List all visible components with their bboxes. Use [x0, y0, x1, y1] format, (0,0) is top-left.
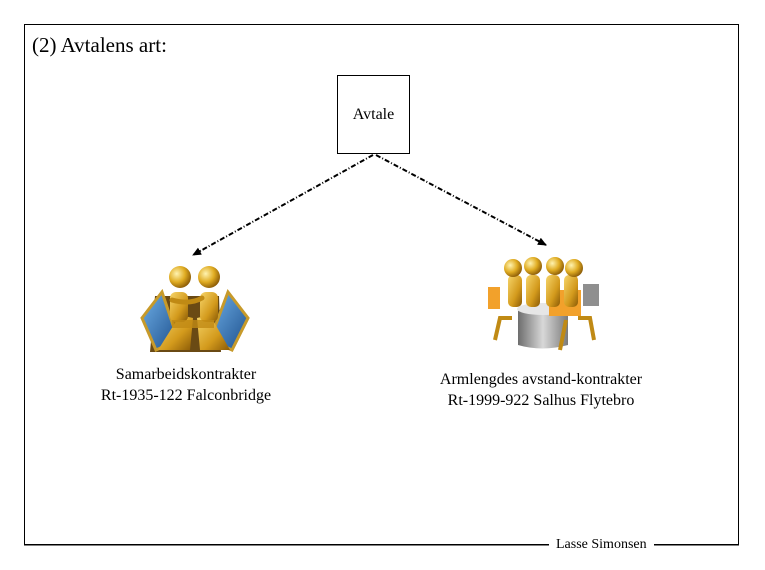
left-branch-title: Samarbeidskontrakter [115, 366, 257, 383]
left-branch-caption: Samarbeidskontrakter Rt-1935-122 Falconb… [66, 364, 306, 406]
left-branch-reference: Rt-1935-122 Falconbridge [100, 387, 272, 404]
footer-author: Lasse Simonsen [549, 537, 654, 553]
right-branch-caption: Armlengdes avstand-kontrakter Rt-1999-92… [408, 369, 674, 411]
root-node-label: Avtale [352, 106, 395, 123]
root-node-avtale: Avtale [337, 75, 410, 154]
arrow-to-right-branch [375, 154, 547, 246]
right-branch-reference: Rt-1999-922 Salhus Flytebro [447, 392, 635, 409]
two-figures-laptops-icon [140, 266, 250, 352]
four-figures-table-icon [488, 257, 599, 351]
right-branch-title: Armlengdes avstand-kontrakter [439, 371, 643, 388]
page-title: (2) Avtalens art: [32, 33, 167, 57]
arrow-to-left-branch [192, 154, 374, 256]
